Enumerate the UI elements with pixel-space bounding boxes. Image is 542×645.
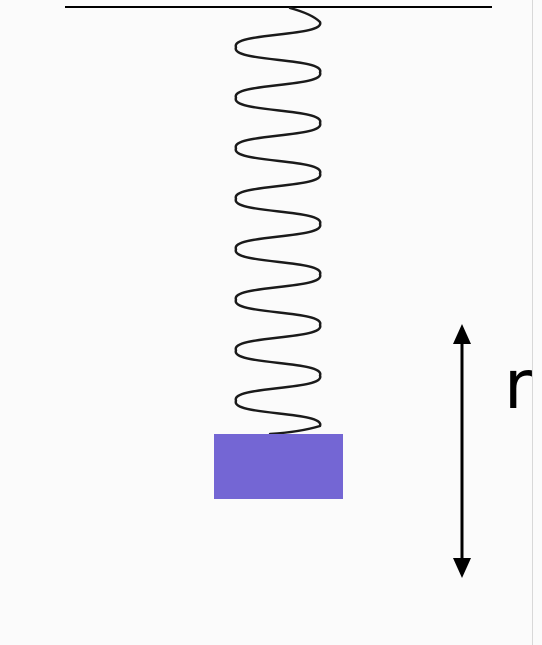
- amplitude-arrow-head-up: [453, 324, 471, 344]
- spring-coil: [234, 6, 322, 436]
- frame-edge: [532, 0, 533, 645]
- mass-block: [214, 434, 343, 499]
- amplitude-arrow-head-down: [453, 558, 471, 578]
- amplitude-label: r: [504, 346, 532, 425]
- amplitude-arrow: [453, 324, 471, 578]
